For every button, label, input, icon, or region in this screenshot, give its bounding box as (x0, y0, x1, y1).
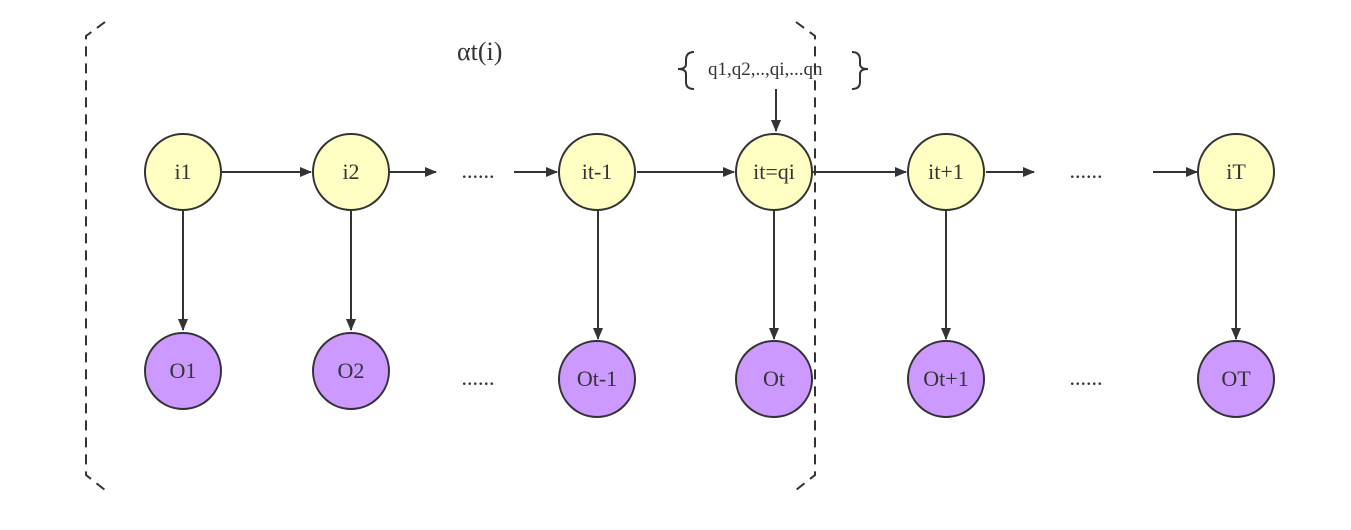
observation-node: OT (1197, 340, 1275, 418)
alpha-label: αt(i) (457, 37, 502, 66)
observation-node: O1 (144, 332, 222, 410)
hidden-state-label: iT (1226, 159, 1246, 184)
state-set: q1,q2,..,qi,...qn (677, 51, 869, 90)
state-set-label: q1,q2,..,qi,...qn (708, 59, 823, 80)
ellipsis: ...... (1070, 365, 1103, 390)
hidden-state-node: i1 (144, 133, 222, 211)
right-bracket (795, 21, 816, 491)
observation-label: OT (1221, 366, 1251, 391)
hidden-state-label: i1 (174, 159, 191, 184)
hidden-state-label: it-1 (582, 159, 613, 184)
observation-node: Ot-1 (558, 340, 636, 418)
hidden-state-node: it+1 (907, 133, 985, 211)
ellipsis: ...... (462, 365, 495, 390)
observation-label: Ot (763, 366, 785, 391)
right-brace (851, 51, 869, 90)
ellipsis: ...... (1070, 158, 1103, 183)
ellipsis: ...... (462, 158, 495, 183)
left-bracket (85, 21, 106, 491)
ellipses: ...... ...... ...... ...... (462, 158, 1103, 390)
hidden-state-node: i2 (312, 133, 390, 211)
hidden-state-label: it+1 (928, 159, 964, 184)
emission-arrows (178, 211, 1241, 340)
hidden-state-node: it-1 (558, 133, 636, 211)
hidden-state-label: i2 (342, 159, 359, 184)
hidden-states: i1 i2 it-1 it=qi it+1 iT (144, 133, 1275, 211)
observation-label: O2 (338, 358, 365, 383)
observation-node: Ot (735, 340, 813, 418)
hidden-state-label: it=qi (753, 159, 795, 184)
observation-label: O1 (170, 358, 197, 383)
observation-label: Ot-1 (577, 366, 617, 391)
left-brace (677, 51, 695, 90)
alpha-region-bracket (85, 21, 816, 491)
observations: O1 O2 Ot-1 Ot Ot+1 OT (144, 332, 1275, 418)
hidden-state-node: iT (1197, 133, 1275, 211)
observation-label: Ot+1 (923, 366, 968, 391)
observation-node: Ot+1 (907, 340, 985, 418)
observation-node: O2 (312, 332, 390, 410)
hidden-state-node: it=qi (735, 133, 813, 211)
